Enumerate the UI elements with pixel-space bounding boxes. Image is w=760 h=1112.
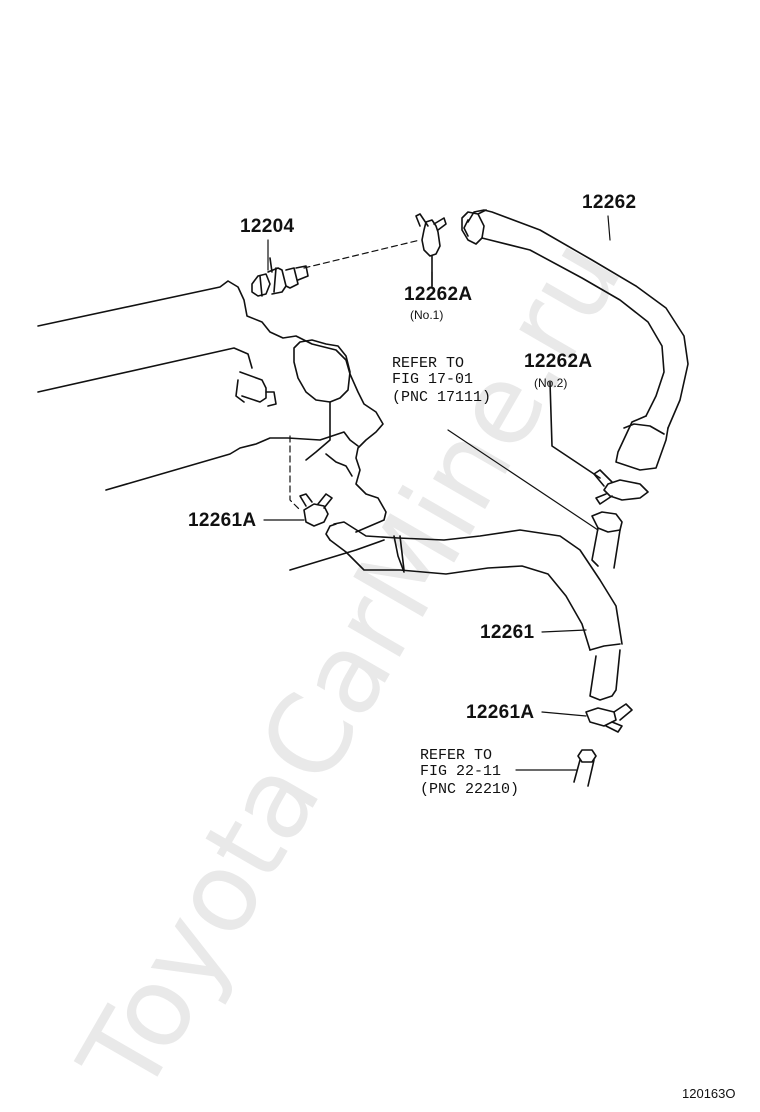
refer-note-22-11-line2: FIG 22-11	[420, 763, 502, 780]
label-12261A-bottom: 12261A	[466, 702, 535, 723]
label-12262A-no1-note: (No.1)	[410, 308, 444, 322]
refer-note-22-11-line1: REFER TO	[420, 747, 493, 764]
figure-id: 120163O	[682, 1086, 736, 1101]
label-12262A-no2-note: (No.2)	[534, 376, 568, 390]
hose-12262	[461, 209, 689, 471]
refer-note-17-01-line1: REFER TO	[392, 355, 465, 372]
label-12262A-no2: 12262A	[524, 351, 593, 372]
clip-12262A-no1	[415, 213, 447, 287]
hose-12261	[325, 511, 623, 701]
pcv-valve-12204	[251, 257, 309, 297]
label-12261A-top: 12261A	[188, 510, 257, 531]
cylinder-head-outline	[37, 280, 387, 571]
clip-12262A-no2	[549, 381, 649, 505]
leader-lines	[263, 215, 611, 771]
refer-note-22-11-line3: (PNC 22210)	[420, 781, 520, 798]
clip-12261A-bottom	[585, 703, 633, 733]
label-12262: 12262	[582, 192, 637, 213]
clip-12261A-top	[299, 493, 333, 527]
label-12261: 12261	[480, 622, 535, 643]
dashed-guides	[289, 239, 421, 511]
label-12262A-no1: 12262A	[404, 284, 473, 305]
refer-note-17-01-line3: (PNC 17111)	[392, 389, 492, 406]
refer-note-17-01-line2: FIG 17-01	[392, 371, 474, 388]
fitting-22210	[573, 749, 597, 787]
label-12204: 12204	[240, 216, 295, 237]
